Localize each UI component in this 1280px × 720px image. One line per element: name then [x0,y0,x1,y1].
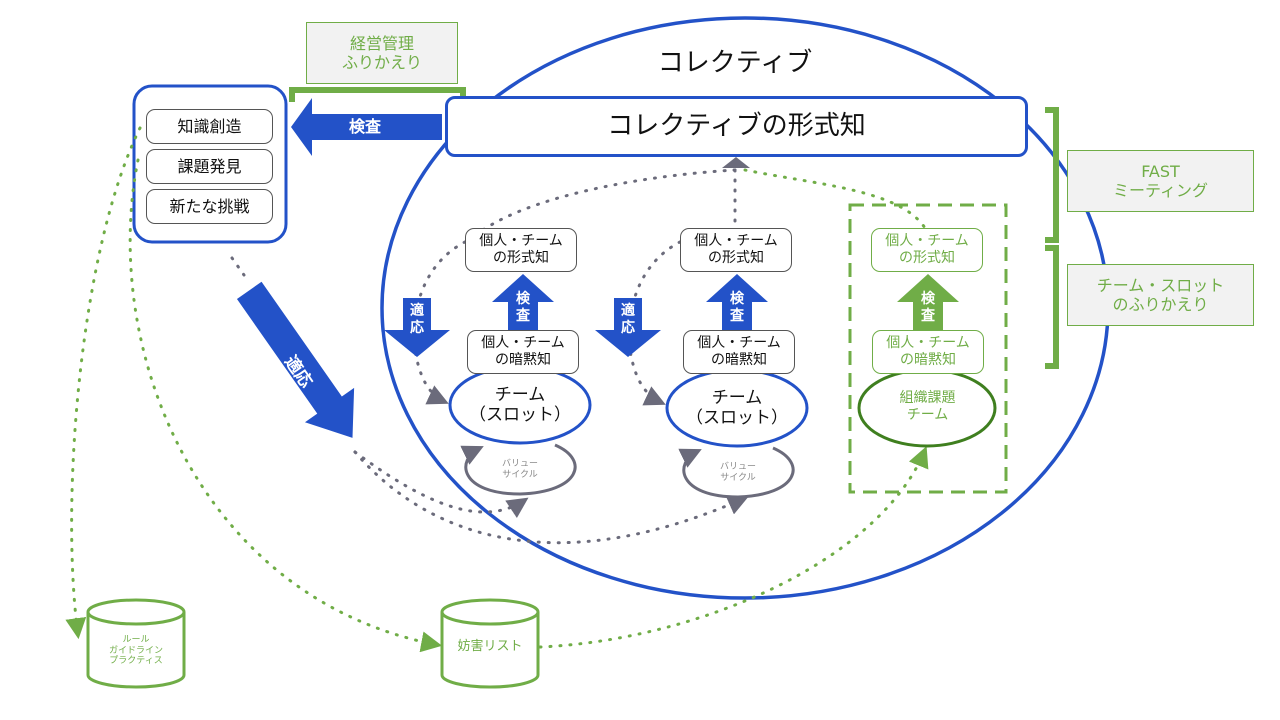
team2-value-cycle: バリュー サイクル [719,462,756,483]
green-dotted-rules [65,126,142,640]
cycle-dotted-2 [353,450,749,545]
org-team-label[interactable]: 組織課題 チーム [899,390,956,423]
fast-bracket [1045,107,1059,243]
org-tacit-knowledge[interactable]: 個人・チーム の暗黙知 [872,330,984,374]
inspect-up-arrow-1 [492,274,554,332]
outcome-item[interactable]: 課題発見 [146,149,273,184]
collective-formal-knowledge[interactable]: コレクティブの形式知 [445,96,1028,157]
impediments-store-label[interactable]: 妨害リスト [457,639,523,655]
team1-label[interactable]: チーム （スロット） [469,384,571,425]
green-dotted-top [743,168,927,230]
inspect-arrow-label: 検査 [348,117,381,137]
cycle-dotted-1 [353,450,529,519]
management-review-bracket [289,87,466,102]
team1-explicit-knowledge[interactable]: 個人・チーム の形式知 [465,228,577,272]
team1-tacit-knowledge[interactable]: 個人・チーム の暗黙知 [467,330,579,374]
team2-label[interactable]: チーム （スロット） [686,387,788,428]
impediments-store [440,598,540,689]
team2-explicit-knowledge[interactable]: 個人・チーム の形式知 [680,228,792,272]
collective-title: コレクティブ [657,48,813,79]
org-inspect-label: 検 査 [921,291,935,324]
rules-store [86,598,186,689]
adapt-arrow-diagonal [236,281,355,438]
fast-meeting-note[interactable]: FAST ミーティング [1067,150,1254,212]
outcome-item[interactable]: 新たな挑戦 [146,189,273,224]
rules-store-label[interactable]: ルール ガイドライン プラクティス [108,634,163,667]
value-cycle-1 [460,443,577,496]
inspect-up-arrow-2 [706,274,768,332]
team1-adapt-label: 適 応 [410,303,424,336]
org-team-dashed-box [848,203,1008,494]
team2-adapt-label: 適 応 [621,303,635,336]
up-arrowhead [722,157,750,168]
outcome-item[interactable]: 知識創造 [146,109,273,144]
team2-tacit-knowledge[interactable]: 個人・チーム の暗黙知 [683,330,795,374]
adapt-down-arrow-1 [384,298,450,357]
retro-bracket [1045,245,1059,369]
inspect-up-arrow-org [897,274,959,330]
team2-inspect-label: 検 査 [730,291,744,324]
feedback-dotted-1 [468,168,737,242]
green-dotted-org [538,446,929,649]
diag-dotted-start [230,256,246,277]
org-explicit-knowledge[interactable]: 個人・チーム の形式知 [871,228,983,272]
inspect-arrow-left [291,98,442,156]
adapt-down-arrow-2 [595,298,661,357]
team-slot-retro-note[interactable]: チーム・スロット のふりかえり [1067,264,1254,326]
value-cycle-2 [678,446,795,499]
team1-value-cycle: バリュー サイクル [501,459,538,480]
team1-inspect-label: 検 査 [516,291,530,324]
management-review-note[interactable]: 経営管理 ふりかえり [306,22,458,84]
